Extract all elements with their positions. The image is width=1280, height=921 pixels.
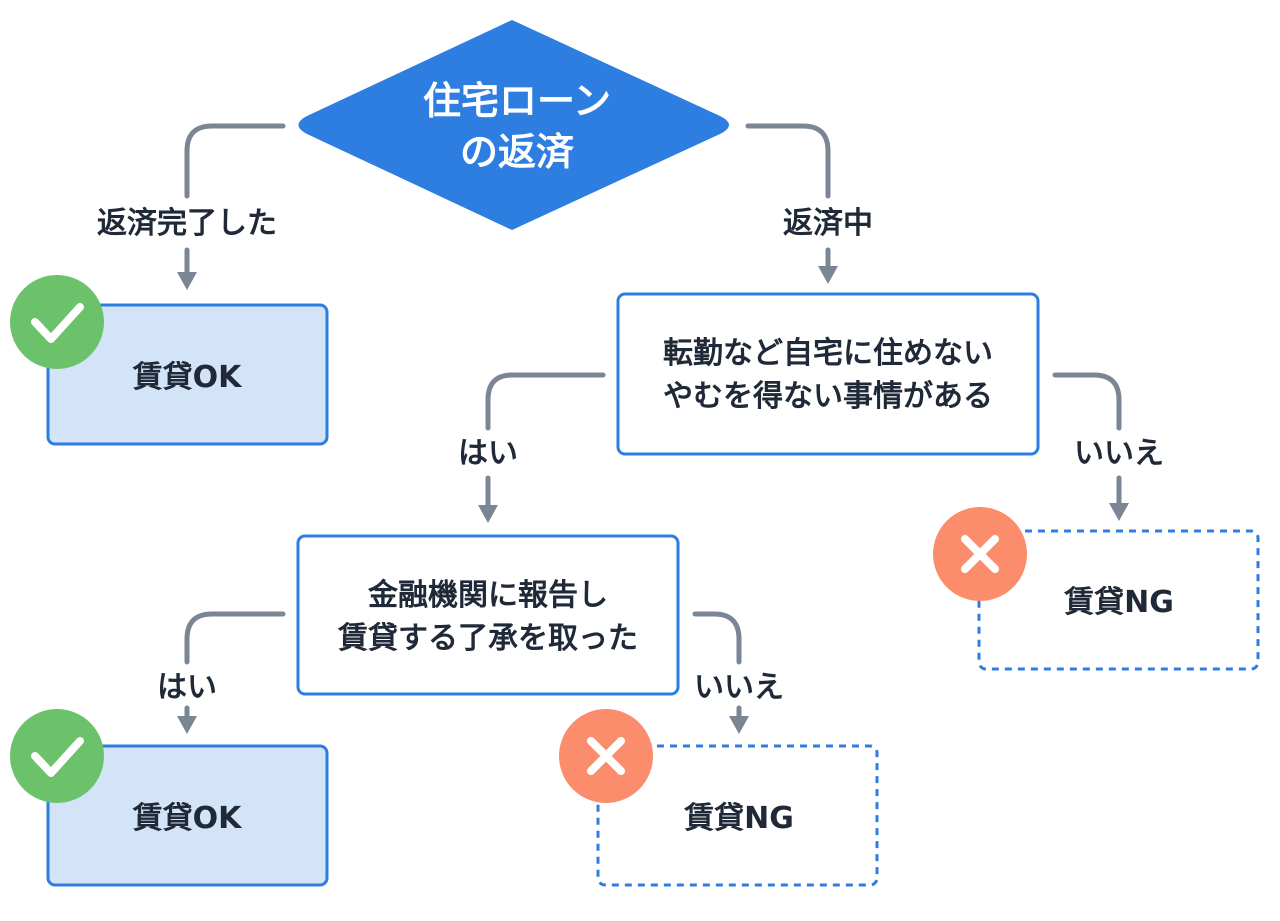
connector-repaid <box>184 123 286 199</box>
arrowhead <box>1109 503 1129 521</box>
connector-repaying <box>745 123 831 199</box>
arrowhead <box>478 505 498 523</box>
question-1-box <box>616 292 1040 456</box>
branch-label-repaying: 返済中 <box>783 206 873 241</box>
result-ng-right-box <box>977 529 1260 671</box>
start-decision: 住宅ローン の返済 <box>298 20 729 230</box>
branch-label-q2-no: いいえ <box>694 670 784 705</box>
question-2-line-2: 賃貸する了承を取った <box>337 621 638 656</box>
result-ok-bottom: 賃貸OK <box>10 709 329 887</box>
result-ok-top: 賃貸OK <box>10 275 329 446</box>
connector-q1-yes <box>485 372 606 431</box>
connector-q1-no <box>1052 372 1122 431</box>
connector-q2-no <box>692 611 742 665</box>
start-title-line-2: の返済 <box>460 130 575 174</box>
cross-icon <box>559 709 653 803</box>
start-title-line-1: 住宅ローン <box>423 79 611 123</box>
cross-icon <box>933 507 1027 601</box>
result-ng-right: 賃貸NG <box>933 507 1260 671</box>
result-ng-right-label: 賃貸NG <box>1063 585 1174 620</box>
connectors <box>177 123 1129 734</box>
arrowhead <box>729 716 749 734</box>
arrowhead <box>177 272 197 290</box>
connector-q2-yes <box>184 611 286 665</box>
start-diamond <box>298 20 729 230</box>
branch-label-repaid: 返済完了した <box>97 206 277 241</box>
question-1-line-1: 転勤など自宅に住めない <box>663 336 993 371</box>
check-icon <box>10 275 104 369</box>
question-2-line-1: 金融機関に報告し <box>367 578 608 613</box>
arrowhead <box>818 266 838 284</box>
question-2: 金融機関に報告し 賃貸する了承を取った <box>296 534 680 696</box>
result-ok-bottom-label: 賃貸OK <box>132 801 244 836</box>
result-ng-middle: 賃貸NG <box>559 709 879 887</box>
branch-label-q1-no: いいえ <box>1074 436 1164 471</box>
result-ng-middle-label: 賃貸NG <box>683 801 794 836</box>
result-ok-bottom-box <box>46 744 329 887</box>
branch-label-q2-yes: はい <box>157 670 217 705</box>
check-icon <box>10 709 104 803</box>
question-1: 転勤など自宅に住めない やむを得ない事情がある <box>616 292 1040 456</box>
arrowhead <box>177 716 197 734</box>
result-ok-top-label: 賃貸OK <box>132 360 244 395</box>
question-2-box <box>296 534 680 696</box>
result-ng-middle-box <box>596 744 879 887</box>
question-1-line-2: やむを得ない事情がある <box>663 379 993 414</box>
result-ok-top-box <box>46 303 329 446</box>
branch-label-q1-yes: はい <box>458 436 518 471</box>
